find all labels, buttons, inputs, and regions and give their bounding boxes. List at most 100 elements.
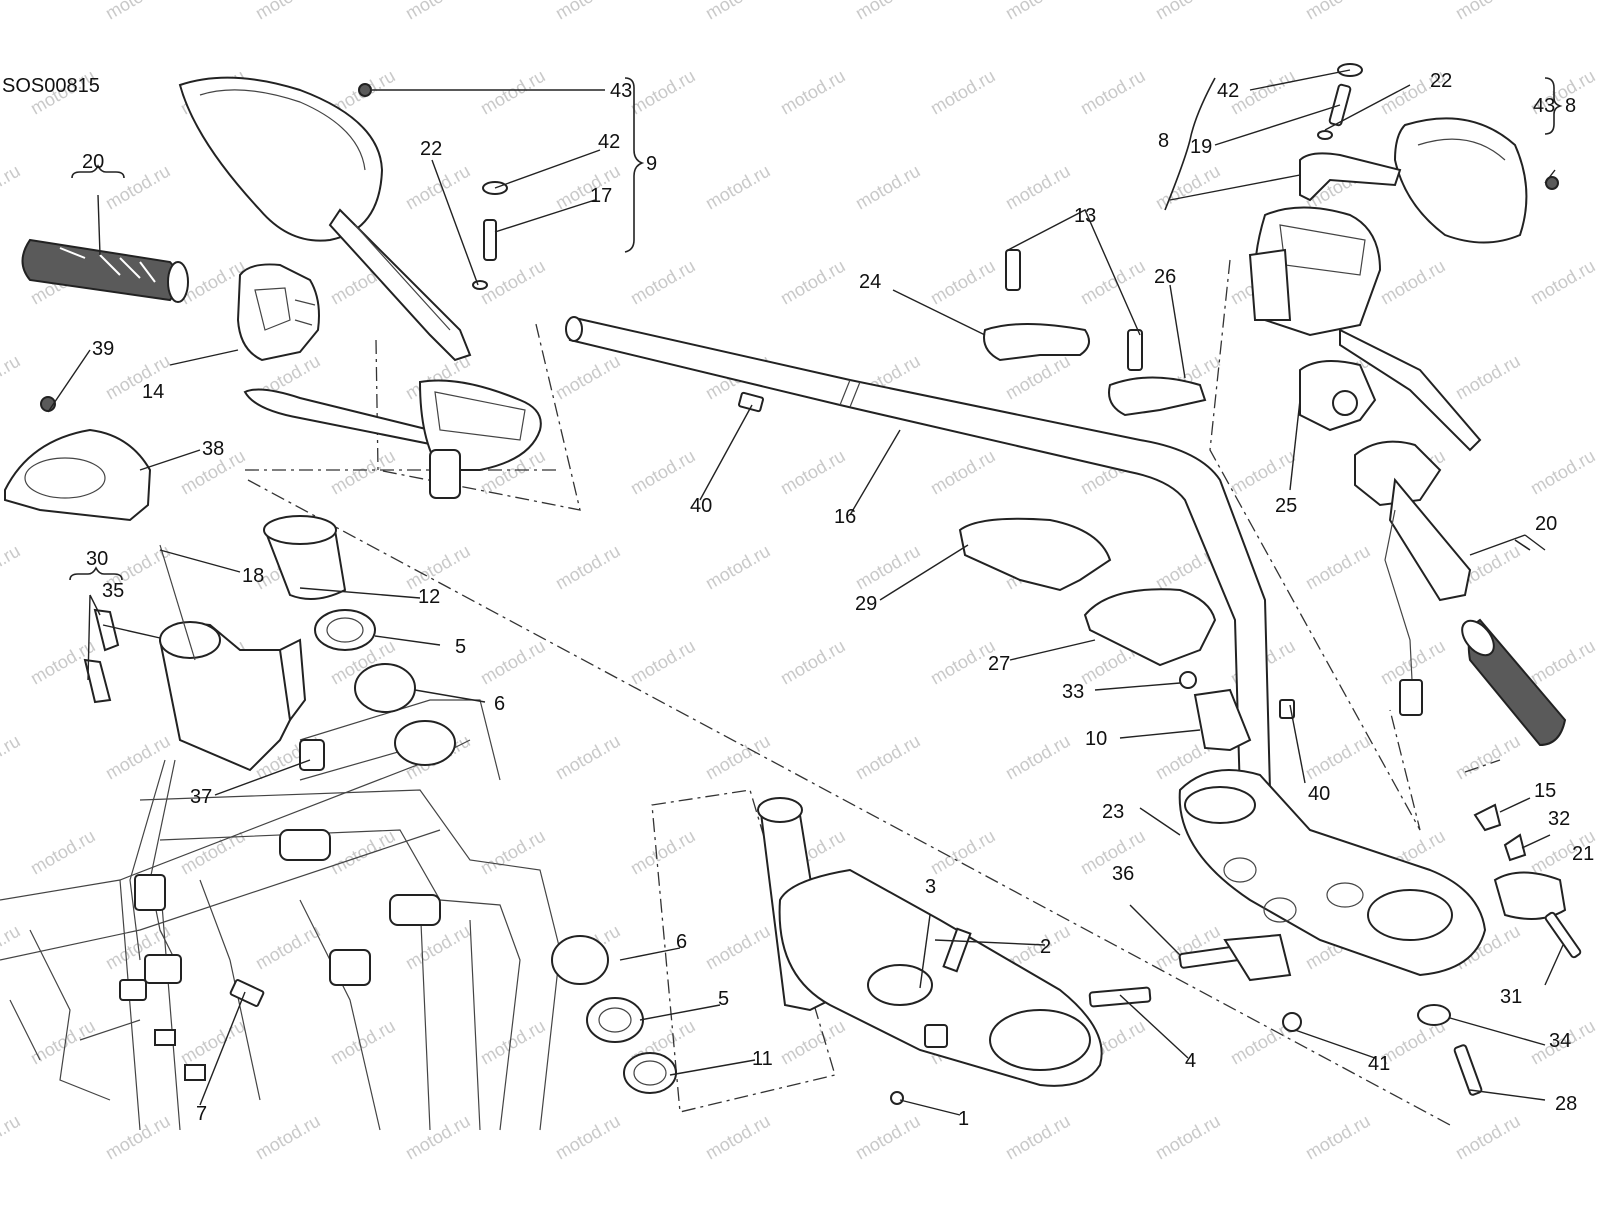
label-10: 10 [1085,728,1107,750]
watermark-text: motod.ru [27,826,99,879]
label-24: 24 [859,271,881,293]
label-32: 32 [1548,808,1570,830]
handlebar-clamps [958,249,1252,752]
lower-yoke [757,797,1152,1105]
watermark-text: motod.ru [1077,66,1149,119]
label-43-left: 43 [610,80,632,102]
label-42-right: 42 [1217,80,1239,102]
watermark-text: motod.ru [402,0,474,23]
watermark-text: motod.ru [702,731,774,784]
watermark-text: motod.ru [402,1111,474,1164]
watermark-text: motod.ru [402,161,474,214]
watermark-text: motod.ru [1002,0,1074,23]
watermark-text: motod.ru [702,541,774,594]
watermark-text: motod.ru [702,921,774,974]
lower-bearing-set [551,935,677,1094]
label-14: 14 [142,381,164,403]
label-22-right: 22 [1430,70,1452,92]
watermark-text: motod.ru [1302,541,1374,594]
right-grip [1461,618,1567,747]
label-27: 27 [988,653,1010,675]
watermark-text: motod.ru [552,1111,624,1164]
watermark-text: motod.ru [1302,731,1374,784]
left-master-cylinder [243,379,542,499]
label-8-right: 8 [1565,95,1576,117]
upper-bearing-set [263,515,456,766]
label-20-left: 20 [82,151,104,173]
label-40-right: 40 [1308,783,1330,805]
watermark-text: motod.ru [852,1111,924,1164]
right-controls [1248,117,1528,716]
leader-lines [47,69,1564,1116]
part-labels: SOS00815 43 42 9 17 22 20 14 39 38 30 35… [2,70,1594,1130]
watermark-text: motod.ru [1002,731,1074,784]
label-36: 36 [1112,863,1134,885]
watermark-text: motod.ru [102,0,174,23]
frame-drawing [0,699,561,1131]
watermark-text: motod.ru [1152,161,1224,214]
watermark-text: motod.ru [552,351,624,404]
watermark-text: motod.ru [1527,446,1599,499]
watermark-text: motod.ru [1302,1111,1374,1164]
label-8-left: 8 [1158,130,1169,152]
watermark-text: motod.ru [777,1016,849,1069]
label-30: 30 [86,548,108,570]
left-switch-cluster [236,263,320,362]
left-grip [21,238,189,303]
watermark-text: motod.ru [1452,1111,1524,1164]
label-28: 28 [1555,1093,1577,1115]
watermark-text: motod.ru [0,161,24,214]
label-20-right: 20 [1535,513,1557,535]
watermark-text: motod.ru [627,826,699,879]
label-42-left: 42 [598,131,620,153]
watermark-text: motod.ru [777,636,849,689]
bar-end-parts [1473,803,1582,959]
watermark-text: motod.ru [552,731,624,784]
label-9: 9 [646,153,657,175]
watermark-text: motod.ru [552,161,624,214]
watermark-text: motod.ru [852,161,924,214]
watermark-text: motod.ru [177,826,249,879]
watermark-text: motod.ru [627,256,699,309]
label-21: 21 [1572,843,1594,865]
label-43-right: 43 [1533,95,1555,117]
watermark-text: motod.ru [0,1111,24,1164]
label-38: 38 [202,438,224,460]
watermark-text: motod.ru [702,0,774,23]
label-34: 34 [1549,1030,1571,1052]
label-3: 3 [925,876,936,898]
watermark-text: motod.ru [1227,446,1299,499]
label-35: 35 [102,580,124,602]
label-17: 17 [590,185,612,207]
label-33: 33 [1062,681,1084,703]
label-2: 2 [1040,936,1051,958]
watermark-text: motod.ru [1002,161,1074,214]
label-40-left: 40 [690,495,712,517]
watermark-text: motod.ru [1302,0,1374,23]
watermark-text: motod.ru [327,826,399,879]
label-25: 25 [1275,495,1297,517]
label-37: 37 [190,786,212,808]
watermark-text: motod.ru [252,921,324,974]
label-39: 39 [92,338,114,360]
cover-38 [4,428,152,522]
label-31: 31 [1500,986,1522,1008]
watermark-text: motod.ru [852,541,924,594]
watermark-text: motod.ru [1152,1111,1224,1164]
label-23: 23 [1102,801,1124,823]
watermark-text: motod.ru [0,351,24,404]
watermark-text: motod.ru [1152,0,1224,23]
watermark-text: motod.ru [1077,256,1149,309]
label-11: 11 [752,1048,773,1070]
watermark-text: motod.ru [402,921,474,974]
watermark-text: motod.ru [627,446,699,499]
label-5-upper: 5 [455,636,466,658]
label-1: 1 [958,1108,969,1130]
label-29: 29 [855,593,877,615]
watermark-text: motod.ru [627,636,699,689]
watermark-text: motod.ru [927,826,999,879]
watermark-text: motod.ru [102,161,174,214]
label-4: 4 [1185,1050,1196,1072]
label-22-left: 22 [420,138,442,160]
